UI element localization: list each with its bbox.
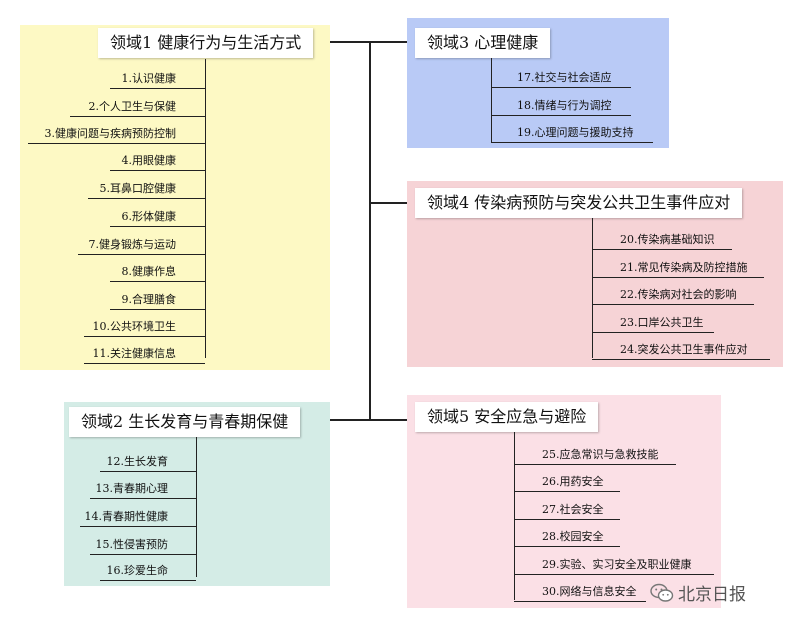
list-item: 28.校园安全 <box>542 530 604 543</box>
list-item: 5.耳鼻口腔健康 <box>99 182 177 195</box>
list-item: 9.合理膳食 <box>121 293 177 306</box>
item-underline <box>514 601 646 602</box>
domain4-panel: 领域4 传染病预防与突发公共卫生事件应对 <box>407 181 783 367</box>
item-underline <box>100 471 196 472</box>
item-underline <box>592 359 770 360</box>
list-item: 13.青春期心理 <box>95 482 169 495</box>
domain3-title: 领域3 心理健康 <box>415 28 551 58</box>
item-underline <box>592 332 714 333</box>
item-underline <box>514 574 714 575</box>
list-item: 30.网络与信息安全 <box>542 585 637 598</box>
domain5-branch <box>514 432 515 600</box>
domain2-branch <box>196 437 197 577</box>
list-item: 19.心理问题与援助支持 <box>517 126 634 139</box>
list-item: 18.情绪与行为调控 <box>517 99 612 112</box>
list-item: 29.实验、实习安全及职业健康 <box>542 558 692 571</box>
item-underline <box>84 336 205 337</box>
list-item: 12.生长发育 <box>106 455 169 468</box>
list-item: 11.关注健康信息 <box>92 347 177 360</box>
item-underline <box>100 580 196 581</box>
item-underline <box>78 254 205 255</box>
domain5-title: 领域5 安全应急与避险 <box>415 402 599 432</box>
domain2-panel: 领域2 生长发育与青春期保健 <box>64 402 330 586</box>
list-item: 2.个人卫生与保健 <box>88 100 177 113</box>
item-underline <box>514 546 620 547</box>
list-item: 27.社会安全 <box>542 503 604 516</box>
list-item: 25.应急常识与急救技能 <box>542 448 659 461</box>
list-item: 21.常见传染病及防控措施 <box>620 261 748 274</box>
list-item: 23.口岸公共卫生 <box>620 316 704 329</box>
list-item: 16.珍爱生命 <box>106 564 169 577</box>
item-underline <box>110 226 205 227</box>
list-item: 6.形体健康 <box>121 210 177 223</box>
item-underline <box>90 498 196 499</box>
domain3-branch <box>491 58 492 143</box>
wechat-icon <box>650 583 674 602</box>
item-underline <box>84 363 205 364</box>
item-underline <box>110 170 205 171</box>
list-item: 24.突发公共卫生事件应对 <box>620 343 748 356</box>
domain1-title: 领域1 健康行为与生活方式 <box>98 28 314 58</box>
domain1-branch <box>205 59 206 358</box>
item-underline <box>592 277 764 278</box>
item-underline <box>70 116 205 117</box>
list-item: 22.传染病对社会的影响 <box>620 288 737 301</box>
list-item: 14.青春期性健康 <box>84 510 169 523</box>
domain2-title: 领域2 生长发育与青春期保健 <box>69 407 301 437</box>
list-item: 8.健康作息 <box>121 265 177 278</box>
item-underline <box>80 526 196 527</box>
item-underline <box>592 249 732 250</box>
item-underline <box>514 491 620 492</box>
list-item: 3.健康问题与疾病预防控制 <box>44 127 177 140</box>
list-item: 10.公共环境卫生 <box>92 320 177 333</box>
domain5-panel: 领域5 安全应急与避险 <box>407 395 721 608</box>
item-underline <box>28 143 205 144</box>
item-underline <box>491 87 631 88</box>
item-underline <box>110 309 205 310</box>
domain4-branch <box>592 218 593 358</box>
list-item: 7.健身锻炼与运动 <box>88 238 177 251</box>
list-item: 17.社交与社会适应 <box>517 71 612 84</box>
list-item: 4.用眼健康 <box>121 154 177 167</box>
domain3-panel: 领域3 心理健康 <box>407 18 669 148</box>
item-underline <box>491 115 631 116</box>
domain4-title: 领域4 传染病预防与突发公共卫生事件应对 <box>415 188 743 218</box>
item-underline <box>514 464 676 465</box>
watermark: 北京日报 <box>650 580 746 605</box>
list-item: 26.用药安全 <box>542 475 604 488</box>
item-underline <box>592 304 754 305</box>
list-item: 1.认识健康 <box>121 72 177 85</box>
item-underline <box>110 88 205 89</box>
item-underline <box>90 554 196 555</box>
list-item: 15.性侵害预防 <box>95 538 169 551</box>
item-underline <box>88 198 205 199</box>
item-underline <box>491 142 653 143</box>
domain1-panel: 领域1 健康行为与生活方式 <box>20 25 330 370</box>
item-underline <box>110 281 205 282</box>
item-underline <box>514 519 620 520</box>
list-item: 20.传染病基础知识 <box>620 233 715 246</box>
watermark-text: 北京日报 <box>678 585 746 605</box>
